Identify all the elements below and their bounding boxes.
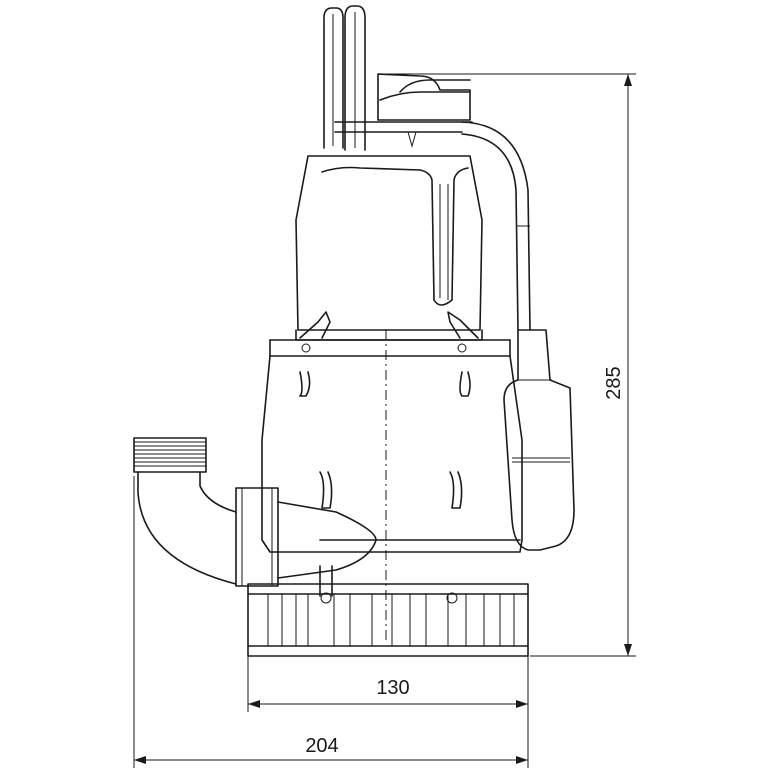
dimension-overall-width: 204 (133, 476, 529, 768)
strainer-base (247, 565, 529, 657)
height-dimension-label: 285 (603, 366, 625, 399)
float-switch (503, 329, 575, 551)
pump-drawing (133, 5, 575, 657)
top-cable-pipes (323, 5, 366, 151)
outlet-elbow (133, 437, 377, 587)
mid-flange (269, 339, 511, 357)
pump-casing (261, 330, 523, 640)
float-switch-cable (461, 121, 531, 331)
motor-housing (295, 155, 483, 341)
base-width-dimension-label: 130 (376, 677, 409, 699)
dimension-height: 285 (380, 73, 636, 657)
dimension-base-width: 130 (247, 656, 529, 712)
top-cap (334, 73, 473, 148)
overall-width-dimension-label: 204 (305, 735, 338, 757)
